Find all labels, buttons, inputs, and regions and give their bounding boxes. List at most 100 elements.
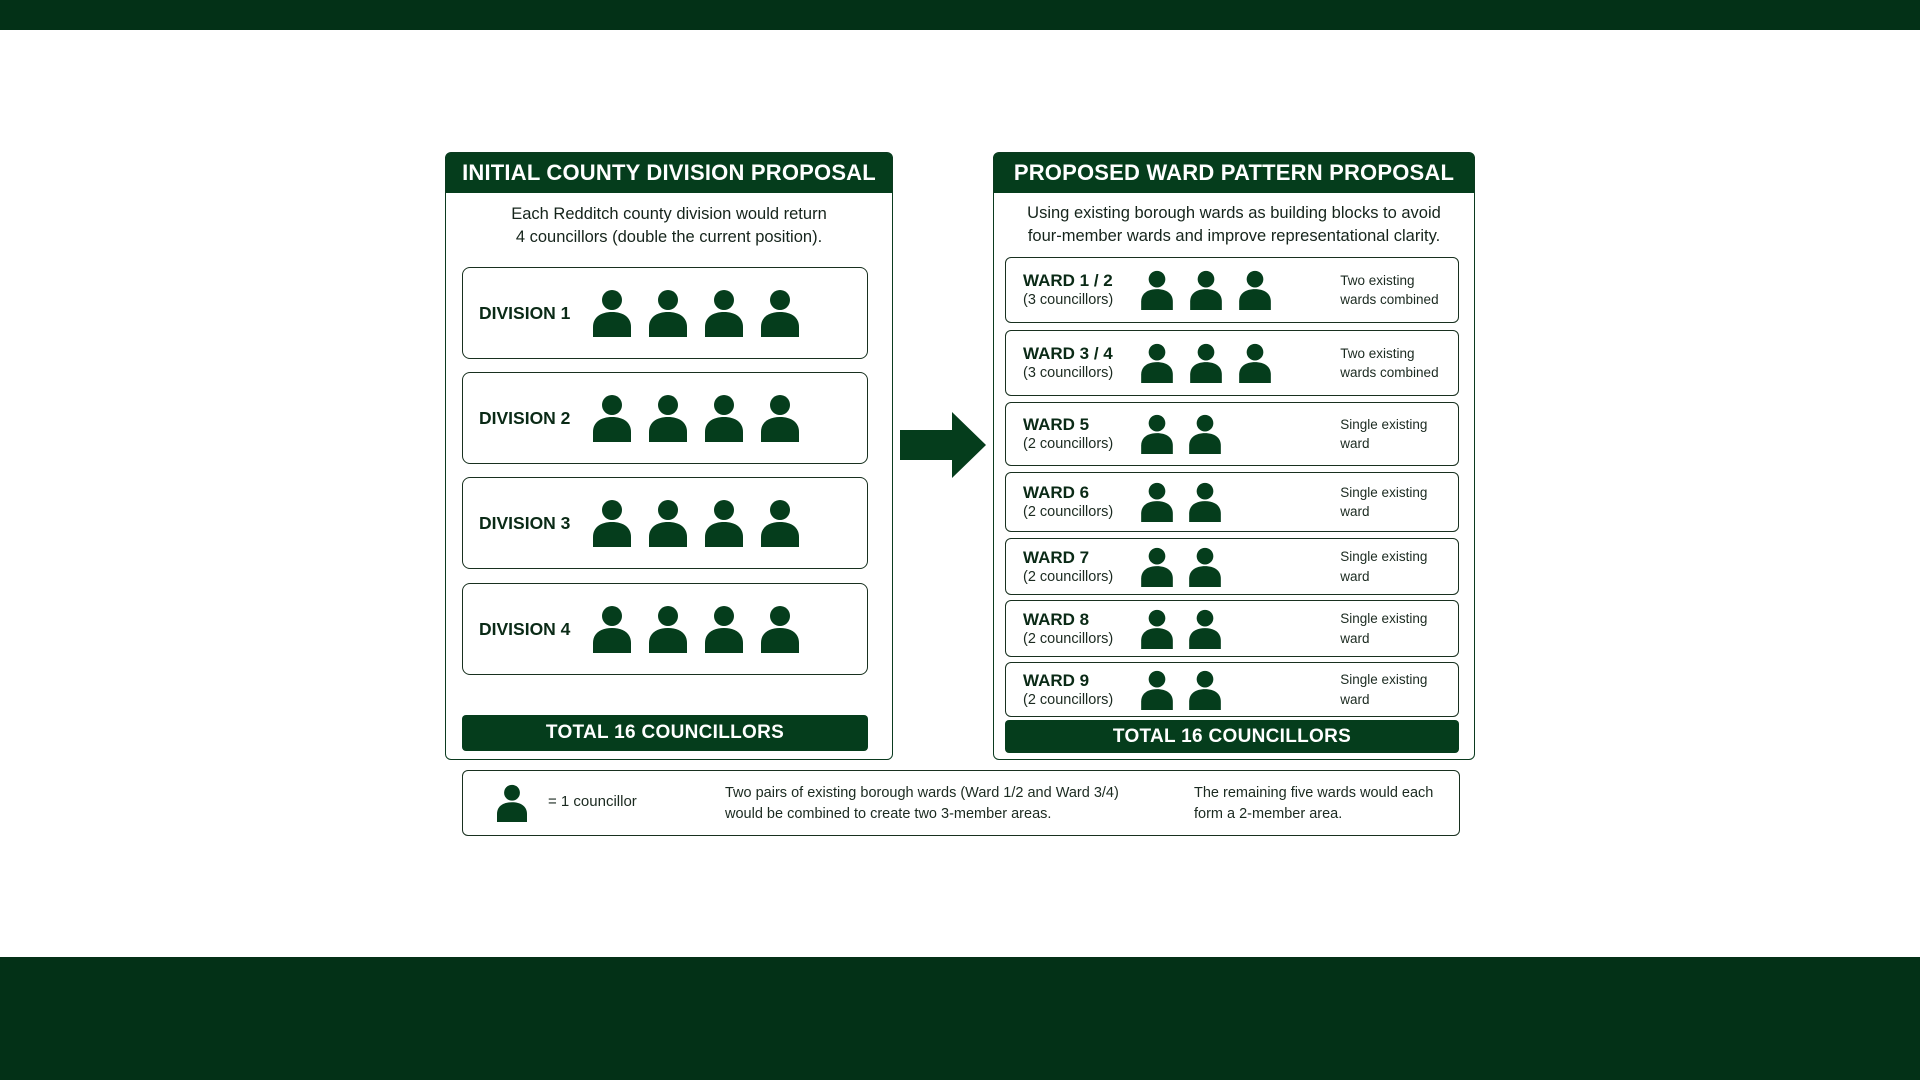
legend-icon-meaning: = 1 councillor	[548, 793, 637, 810]
ward-note-line: Single existing	[1340, 611, 1428, 626]
ward-text: WARD 6(2 councillors)	[1006, 482, 1141, 522]
division-label: DIVISION 4	[479, 618, 571, 639]
ward-note: Single existing ward	[1340, 547, 1458, 586]
ward-note-line: ward	[1340, 504, 1370, 519]
ward-row: WARD 3 / 4 (3 councillors) Two existing war…	[1005, 330, 1459, 396]
ward-label: WARD 6	[1023, 483, 1090, 502]
councillor-icons	[1140, 270, 1341, 310]
person-icon	[593, 500, 631, 547]
ward-label: WARD 3 / 4	[1023, 344, 1113, 363]
ward-text: WARD 7(2 councillors)	[1006, 547, 1141, 587]
ward-note: Two existing wards combined	[1340, 271, 1458, 310]
person-icon	[1140, 547, 1173, 587]
legend-remaining-line: The remaining five wards would each	[1194, 785, 1434, 801]
person-icon	[1140, 414, 1173, 454]
right-arrow-icon	[900, 412, 986, 478]
person-icon	[705, 395, 743, 442]
ward-row: WARD 6(2 councillors) Single existing ward	[1005, 472, 1459, 532]
ward-text: WARD 8(2 councillors)	[1006, 609, 1141, 649]
ward-councillor-count: (3 councillors)	[1023, 292, 1114, 308]
person-icon	[649, 500, 687, 547]
ward-note-line: wards combined	[1340, 365, 1439, 380]
person-icon	[1140, 270, 1173, 310]
person-icon	[649, 395, 687, 442]
legend-remaining-line: form a 2-member area.	[1194, 806, 1343, 822]
right-total-bar: TOTAL 16 COUNCILLORS	[1005, 720, 1459, 753]
legend-pairs-line: Two pairs of existing borough wards (War…	[725, 785, 1119, 801]
ward-note-line: ward	[1340, 436, 1370, 451]
person-icon	[705, 500, 743, 547]
ward-note-line: ward	[1340, 568, 1370, 584]
person-icon	[593, 395, 631, 442]
ward-label: WARD 5	[1023, 415, 1090, 434]
left-panel-intro: Each Redditch county division would retu…	[446, 203, 892, 249]
person-icon	[1188, 482, 1221, 522]
division-row: DIVISION 2	[462, 372, 868, 464]
ward-text: WARD 1 / 2(3 councillors)	[1006, 270, 1141, 310]
right-panel-title: PROPOSED WARD PATTERN PROPOSAL	[994, 153, 1474, 193]
person-icon	[761, 395, 799, 442]
division-row: DIVISION 3	[462, 477, 868, 569]
person-icon	[1189, 270, 1222, 310]
legend-box: = 1 councillor Two pairs of existing bor…	[462, 770, 1460, 836]
councillor-icons	[593, 394, 799, 442]
person-icon	[1188, 609, 1221, 649]
right-panel-intro: Using existing borough wards as building…	[994, 202, 1474, 248]
person-icon	[1188, 670, 1221, 710]
ward-row: WARD 5 (2 councillors) Single existing ward	[1005, 402, 1459, 466]
top-banner	[0, 0, 1920, 30]
person-icon	[497, 784, 527, 827]
left-intro-line: Each Redditch county division would retu…	[511, 205, 827, 223]
left-panel-title: INITIAL COUNTY DIVISION PROPOSAL	[446, 153, 892, 193]
ward-councillor-count: (2 councillors)	[1023, 436, 1114, 452]
person-icon	[1188, 547, 1221, 587]
ward-text: WARD 9(2 councillors)	[1006, 670, 1141, 710]
ward-label: WARD 9	[1023, 670, 1090, 690]
councillor-icons	[1140, 482, 1341, 522]
ward-row: WARD 7(2 councillors) Single existing ward	[1005, 538, 1459, 595]
person-icon	[1188, 414, 1221, 454]
proposed-ward-panel: PROPOSED WARD PATTERN PROPOSAL Using exi…	[993, 152, 1475, 760]
ward-note: Single existing ward	[1340, 483, 1458, 522]
person-icon	[649, 606, 687, 653]
ward-note: Single existing ward	[1340, 670, 1458, 709]
ward-note-line: Single existing	[1340, 484, 1428, 500]
person-icon	[761, 290, 799, 337]
person-icon	[761, 500, 799, 547]
legend-remaining-text: The remaining five wards would each form…	[1194, 783, 1444, 825]
ward-note: Two existing wards combined	[1340, 344, 1458, 383]
ward-text: WARD 3 / 4 (3 councillors)	[1006, 343, 1141, 383]
ward-note-line: wards combined	[1340, 292, 1439, 307]
person-icon	[1140, 482, 1173, 522]
person-icon	[761, 606, 799, 653]
legend-pairs-line: would be combined to create two 3-member…	[725, 806, 1052, 822]
person-icon	[1238, 343, 1271, 383]
person-icon	[649, 290, 687, 337]
ward-note-line: Two existing	[1340, 272, 1415, 288]
ward-councillor-count: (2 councillors)	[1023, 630, 1114, 647]
ward-note-line: Two existing	[1340, 345, 1415, 361]
person-icon	[1140, 609, 1173, 649]
person-icon	[1238, 270, 1271, 310]
councillor-icons	[593, 499, 799, 547]
ward-row: WARD 1 / 2(3 councillors) Two existing war…	[1005, 257, 1459, 323]
ward-row: WARD 9(2 councillors) Single existing ward	[1005, 662, 1459, 717]
division-label: DIVISION 2	[479, 407, 571, 428]
left-total-bar: TOTAL 16 COUNCILLORS	[462, 715, 868, 751]
division-row: DIVISION 1	[462, 267, 868, 359]
person-icon	[705, 290, 743, 337]
ward-councillor-count: (3 councillors)	[1023, 365, 1114, 381]
ward-note-line: Single existing	[1340, 672, 1428, 687]
councillor-icons	[1140, 414, 1341, 454]
ward-note-line: Single existing	[1340, 416, 1428, 432]
ward-label: WARD 8	[1023, 609, 1090, 629]
legend-pairs-text: Two pairs of existing borough wards (War…	[725, 783, 1155, 825]
councillor-icons	[593, 605, 799, 653]
ward-note-line: Single existing	[1340, 549, 1428, 564]
councillor-icons	[1140, 670, 1341, 710]
ward-note-line: ward	[1340, 691, 1370, 707]
ward-text: WARD 5 (2 councillors)	[1006, 414, 1141, 454]
right-intro-line: four-member wards and improve representa…	[1027, 227, 1441, 245]
